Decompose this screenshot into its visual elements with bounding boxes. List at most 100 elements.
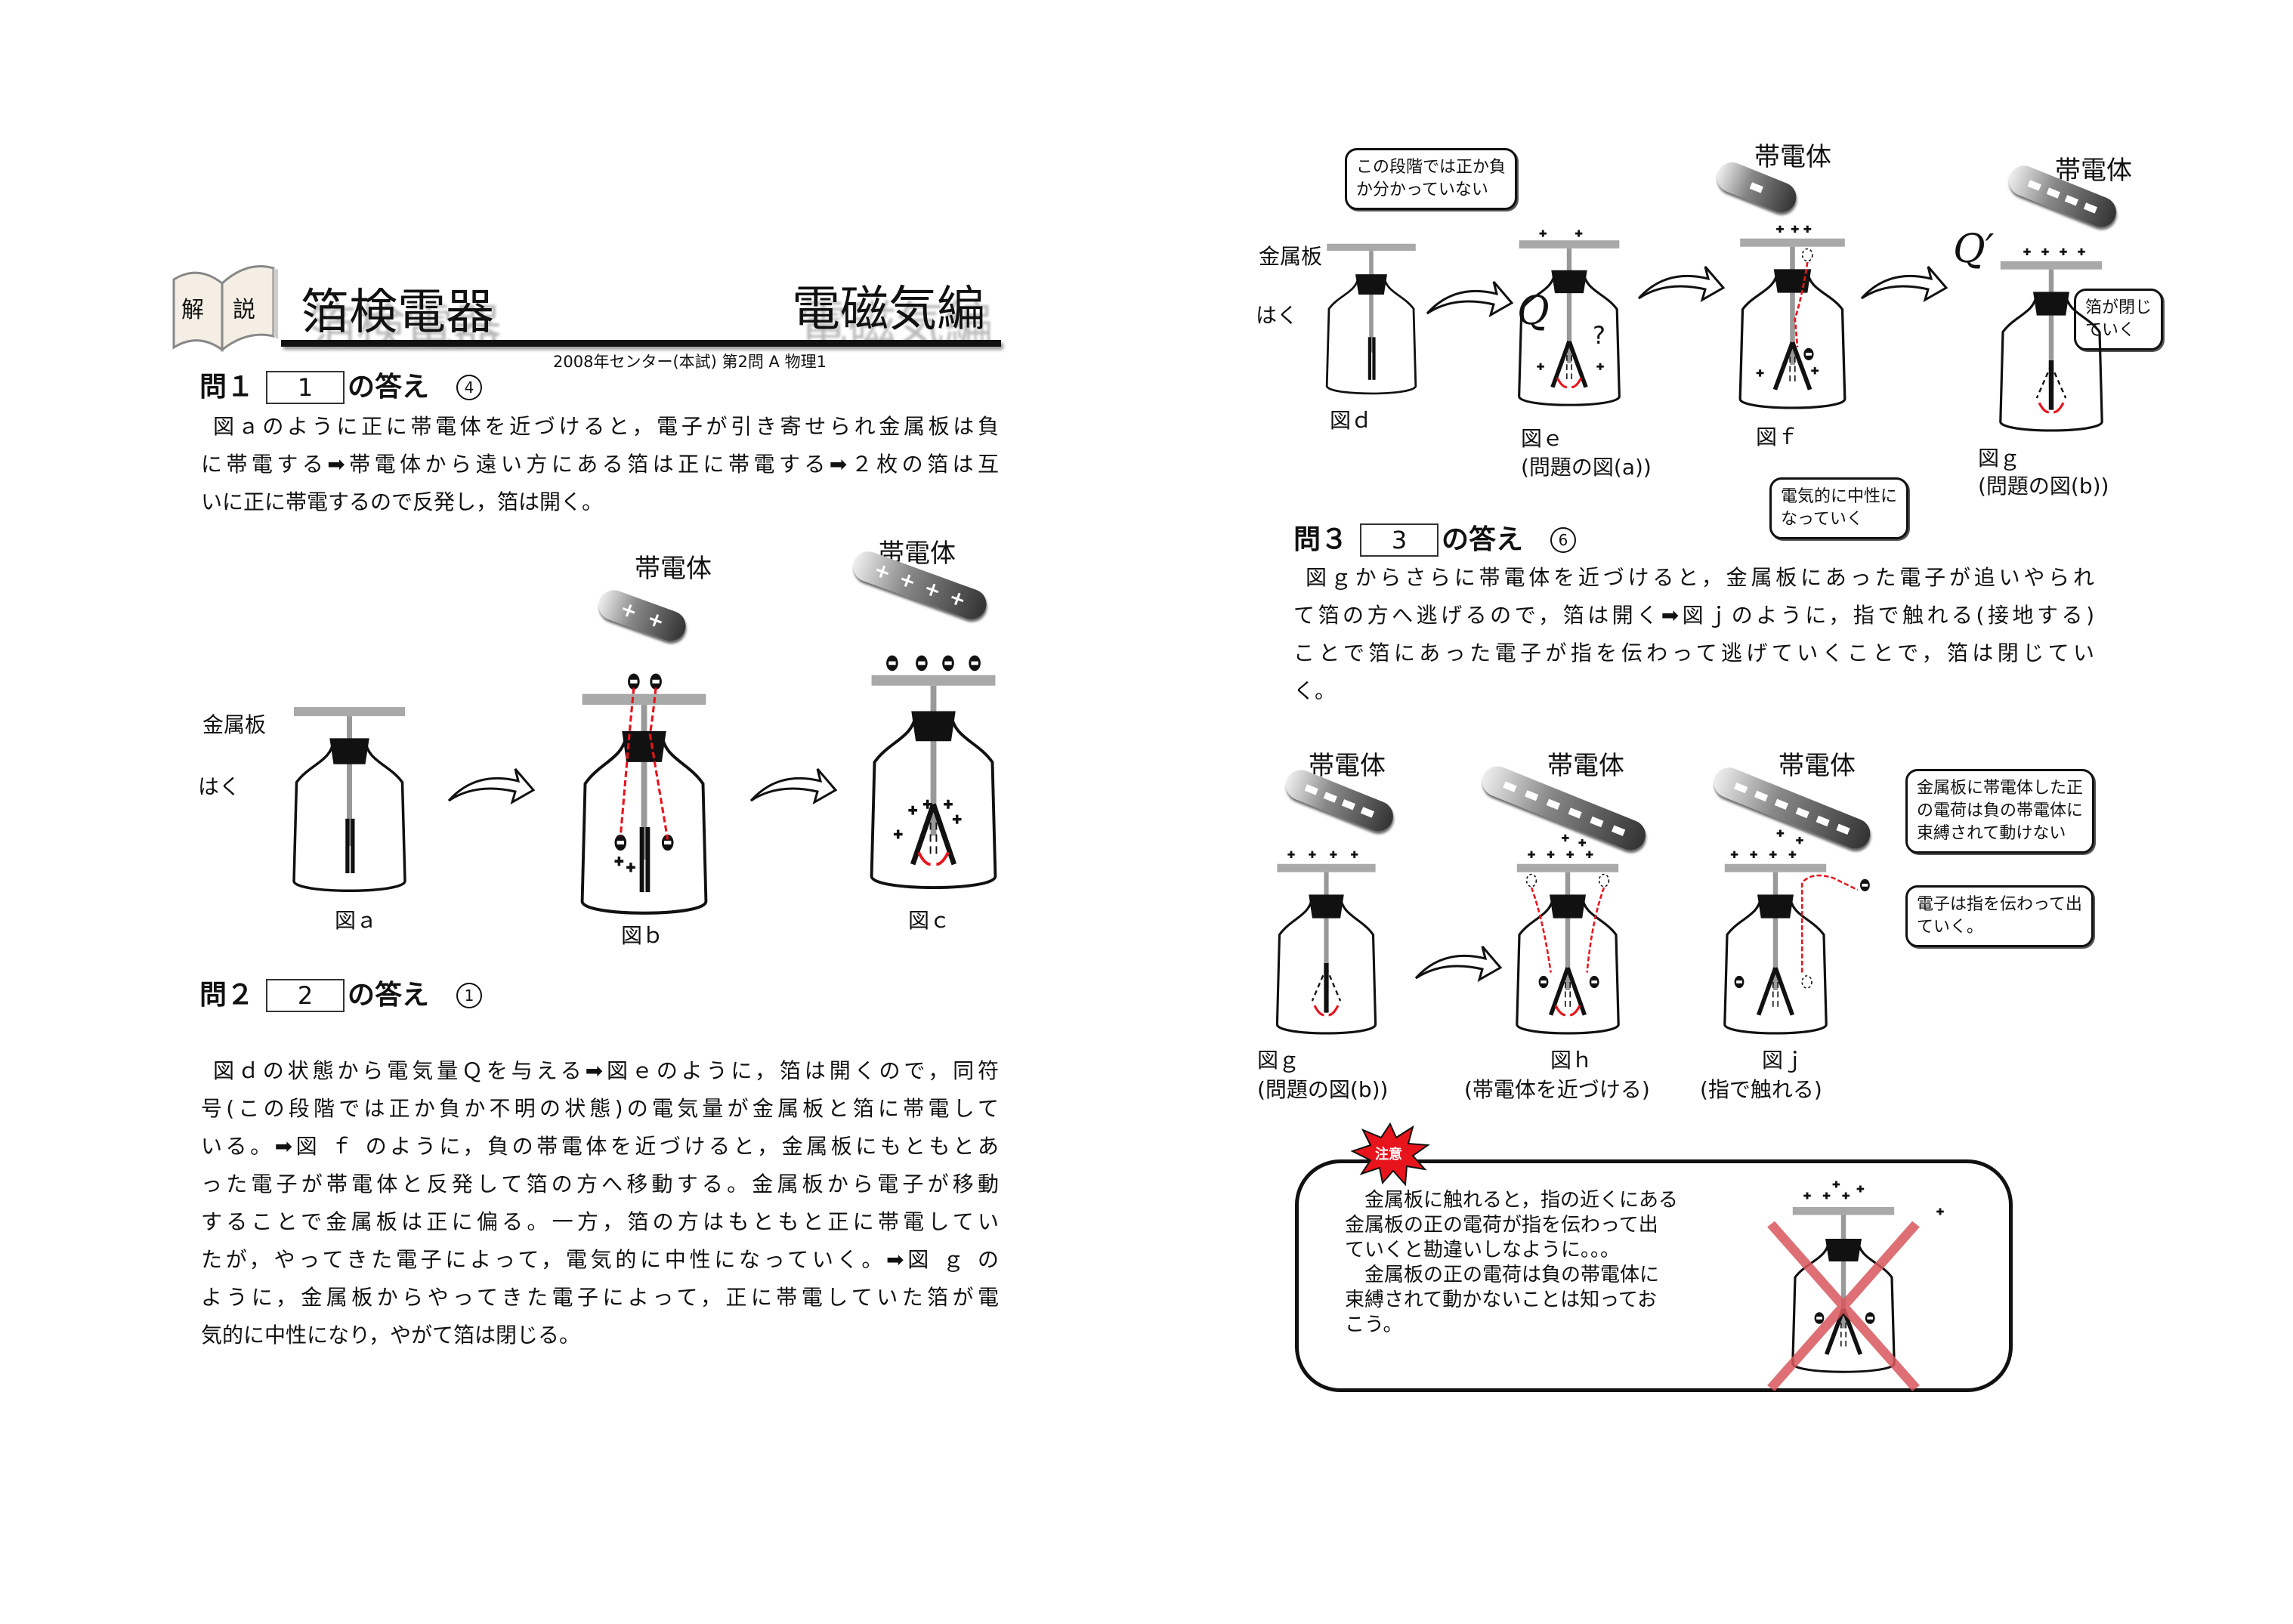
badge-left-text: 解	[181, 297, 204, 323]
caption-fig-d: 図ｄ	[1330, 408, 1373, 433]
caption-fig-g2-sub: (問題の図(b))	[1257, 1077, 1389, 1102]
rod-label-f: 帯電体	[1754, 142, 1831, 172]
q2-text-line: ように，金属板からやってきた電子によって，正に帯電していた箔が電	[201, 1285, 999, 1310]
q2-text-line: 図ｄの状態から電気量Ｑを与える➡図ｅのように，箔は開くので，同符	[213, 1058, 999, 1083]
label-metal-plate: 金属板	[1259, 244, 1323, 269]
negative-charge-mark	[1524, 789, 1538, 801]
badge-right-text: 説	[233, 297, 255, 323]
q2-text-line: することで金属板は正に偏る。一方，箔の方はもともと正に帯電してい	[201, 1209, 999, 1234]
caption-fig-c: 図ｃ	[908, 908, 951, 933]
negative-charge-mark	[1568, 807, 1582, 818]
curved-arrow-icon	[748, 763, 839, 811]
rod-label-b: 帯電体	[635, 554, 712, 584]
electroscope-fig-a	[283, 689, 416, 897]
negative-charge-mark	[1503, 780, 1517, 792]
negative-charge-mark	[1795, 807, 1809, 818]
electroscope-fig-c	[860, 654, 1007, 894]
caution-line: ていくと勘違いしなように。。。	[1345, 1239, 1621, 1261]
caption-fig-g2: 図ｇ	[1257, 1048, 1300, 1073]
caption-fig-g: 図ｇ	[1978, 446, 2021, 471]
page-title: 箔検電器	[301, 285, 494, 341]
bubble-line: か分かっていない	[1356, 181, 1488, 199]
q3-text-line: ことで箔にあった電子が指を伝わって逃げていくことで，箔は閉じてい	[1293, 641, 2094, 665]
q2-text-line: いる。➡図 ｆ のように，負の帯電体を近づけると，金属板にもともとあ	[201, 1134, 999, 1159]
bubble-line: 金属板に帯電体した正	[1917, 779, 2084, 798]
label-leaf: はく	[198, 774, 241, 799]
negative-charge-mark	[1305, 783, 1319, 795]
caution-badge: 注意	[1350, 1122, 1430, 1187]
charged-rod-b: ++	[594, 585, 691, 646]
negative-charge-mark	[1611, 824, 1625, 836]
electroscope-fig-d	[1318, 236, 1424, 398]
bubble-line: 電気的に中性に	[1781, 487, 1898, 506]
negative-charge-mark	[1836, 823, 1851, 835]
q2-text-line: 気的に中性になり，やがて箔は閉じる。	[201, 1323, 581, 1348]
bubble-line: 束縛されて動けない	[1917, 824, 2066, 843]
electroscope-caution	[1767, 1181, 1944, 1391]
negative-charge-mark	[2028, 179, 2042, 191]
q2-answer-label: の答え	[348, 980, 430, 1011]
category-title: 電磁気編	[792, 282, 985, 338]
caution-badge-text: 注意	[1375, 1147, 1402, 1162]
q2-text-line: った電子が帯電体と反発して箔の方へ移動する。金属板から電子が移動	[201, 1172, 999, 1196]
q3-label: 問３	[1293, 524, 1349, 555]
caption-fig-j: 図ｊ	[1762, 1048, 1805, 1073]
speech-bubble-neutral: 電気的に中性に なっていく	[1769, 477, 1909, 539]
electroscope-fig-b	[570, 672, 718, 920]
positive-charge-mark: +	[895, 567, 919, 594]
negative-charge-mark	[2046, 187, 2060, 199]
bubble-line: 電子は指を伝わって出	[1917, 895, 2082, 914]
open-book-icon	[172, 265, 278, 353]
q3-text-line: く。	[1293, 678, 1337, 703]
q2-answer-box: 2	[266, 979, 345, 1012]
q3-answer-choice: 6	[1550, 527, 1577, 553]
q2-text-line: たが，やってきた電子によって，電気的に中性になっていく。➡図 ｇ の	[201, 1247, 999, 1272]
caution-line: 束縛されて動かないことは知ってお	[1345, 1289, 1658, 1311]
caution-line: 金属板の正の電荷は負の帯電体に	[1345, 1264, 1660, 1286]
positive-charge-mark: +	[617, 597, 641, 625]
charge-q-prime-label: Q′	[1953, 227, 1995, 272]
caution-line: 金属板の正の電荷が指を伝わって出	[1345, 1214, 1658, 1237]
negative-charge-mark	[1360, 806, 1374, 818]
q2-answer-choice: 1	[456, 983, 483, 1008]
negative-charge-mark	[1775, 798, 1789, 810]
negative-charge-mark	[1323, 791, 1337, 803]
label-metal-plate: 金属板	[202, 712, 267, 737]
q1-answer-label: の答え	[348, 372, 430, 403]
negative-charge-mark	[1342, 798, 1356, 810]
caption-fig-h: 図ｈ	[1550, 1048, 1593, 1073]
speech-bubble-unknown-sign: この段階では正か負 か分かっていない	[1345, 148, 1518, 210]
q1-answer-box: 1	[266, 371, 345, 404]
electroscope-fig-j	[1715, 829, 1870, 1039]
rod-label-g2: 帯電体	[1309, 751, 1386, 781]
q1-text-line: に帯電する➡帯電体から遠い方にある箔は正に帯電する➡２枚の箔は互	[201, 452, 999, 477]
bubble-line: の電荷は負の帯電体に	[1917, 801, 2084, 820]
bubble-line: ていく。	[1917, 918, 1984, 937]
bubble-line: なっていく	[1781, 510, 1863, 529]
curved-arrow-icon	[1413, 940, 1503, 989]
starburst-icon	[1350, 1122, 1430, 1187]
q2-header: 問２ 2 の答え 1	[199, 978, 483, 1013]
caption-fig-b: 図ｂ	[621, 923, 664, 948]
q3-answer-label: の答え	[1442, 524, 1524, 555]
negative-charge-mark	[1590, 816, 1604, 827]
q3-text-line: 図ｇからさらに帯電体を近づけると，金属板にあった電子が追いやられ	[1306, 565, 2094, 590]
positive-charge-mark: +	[870, 558, 895, 585]
source-note: 2008年センター(本試) 第2問 A 物理1	[553, 353, 827, 371]
speech-bubble-closing: 箔が閉じ ていく	[2074, 289, 2164, 350]
electroscope-fig-f	[1730, 224, 1855, 413]
curved-arrow-icon	[1424, 276, 1515, 324]
q3-answer-box: 3	[1360, 523, 1439, 557]
negative-charge-mark	[1816, 815, 1830, 826]
bubble-line: この段階では正か負	[1356, 158, 1507, 177]
q1-label: 問１	[199, 372, 255, 403]
caution-line: 金属板に触れると，指の近くにある	[1345, 1189, 1678, 1212]
caption-fig-g-sub: (問題の図(b))	[1978, 474, 2109, 499]
electroscope-fig-g2	[1268, 850, 1385, 1039]
speech-bubble-bound-charge: 金属板に帯電体した正 の電荷は負の帯電体に 束縛されて動けない	[1905, 769, 2095, 854]
section-badge-book: 解 説	[168, 261, 281, 355]
caption-fig-a: 図ａ	[335, 908, 378, 933]
negative-charge-mark	[2065, 194, 2079, 206]
bubble-line: 箔が閉じ	[2085, 298, 2152, 317]
q3-text-line: て箔の方へ逃げるので，箔は開く➡図ｊのように，指で触れる(接地する)	[1293, 603, 2094, 628]
